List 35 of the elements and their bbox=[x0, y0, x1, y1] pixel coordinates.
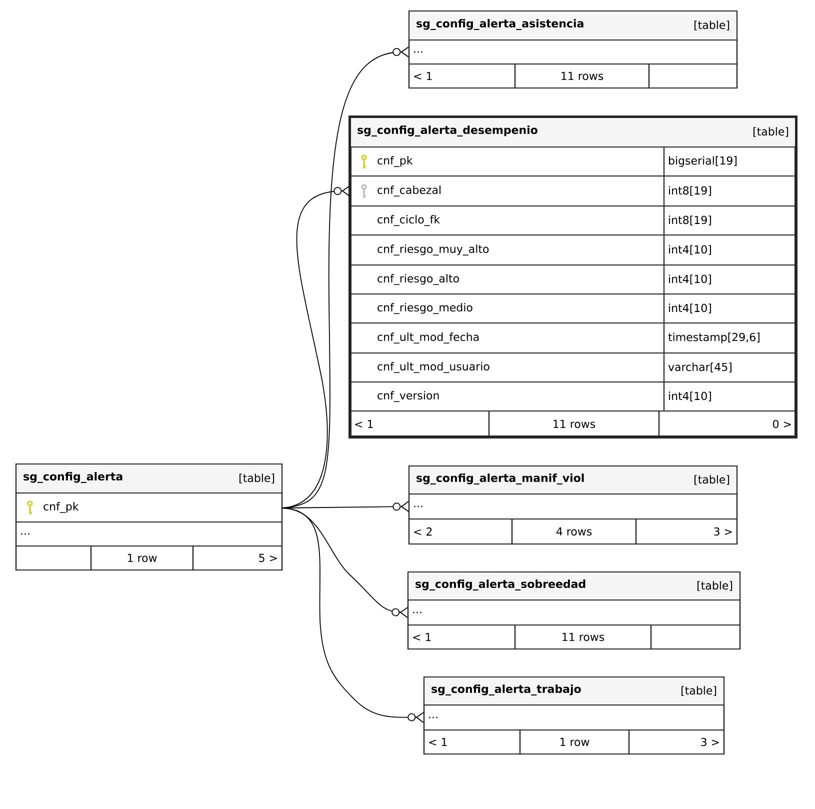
table-row: cnf_version int4[10] bbox=[349, 381, 797, 412]
footer-cell: 4 rows bbox=[511, 518, 637, 545]
footer-cell bbox=[15, 545, 92, 571]
footer-cell: 3 > bbox=[628, 729, 725, 755]
footer-cell: 1 row bbox=[90, 545, 194, 571]
footer-cell: 11 rows bbox=[488, 410, 660, 438]
footer-cell: < 1 bbox=[423, 729, 521, 755]
table-row: ... bbox=[15, 521, 283, 547]
table-row: cnf_riesgo_alto int4[10] bbox=[349, 264, 797, 295]
table-row: cnf_riesgo_medio int4[10] bbox=[349, 293, 797, 324]
footer-cell bbox=[650, 624, 741, 650]
footer-cell: 11 rows bbox=[514, 63, 650, 89]
footer-cell bbox=[648, 63, 738, 89]
footer-cell: 3 > bbox=[635, 518, 738, 545]
table-row: ... bbox=[407, 599, 741, 626]
footer-cell: < 1 bbox=[349, 410, 490, 438]
table-row: cnf_ciclo_fk int8[19] bbox=[349, 205, 797, 236]
footer-cell: < 1 bbox=[408, 63, 516, 89]
table-row: cnf_ult_mod_usuario varchar[45] bbox=[349, 352, 797, 383]
table-row: cnf_pk bigserial[19] bbox=[349, 146, 797, 177]
footer-cell: 0 > bbox=[658, 410, 797, 438]
table-row: ... bbox=[408, 493, 738, 520]
table-row: cnf_ult_mod_fecha timestamp[29,6] bbox=[349, 322, 797, 354]
relationship-line bbox=[282, 508, 424, 723]
footer-cell: 11 rows bbox=[514, 624, 652, 650]
relationship-line bbox=[282, 508, 408, 618]
footer-cell: 5 > bbox=[192, 545, 283, 571]
table-row: cnf_riesgo_muy_alto int4[10] bbox=[349, 234, 797, 266]
footer-cell: < 2 bbox=[408, 518, 513, 545]
table-row: ... bbox=[408, 39, 738, 65]
table-row: cnf_cabezal int8[19] bbox=[349, 175, 797, 207]
table-row: ... bbox=[423, 704, 725, 731]
table-row: cnf_pk bbox=[15, 492, 283, 523]
footer-cell: < 1 bbox=[407, 624, 516, 650]
footer-cell: 1 row bbox=[519, 729, 630, 755]
